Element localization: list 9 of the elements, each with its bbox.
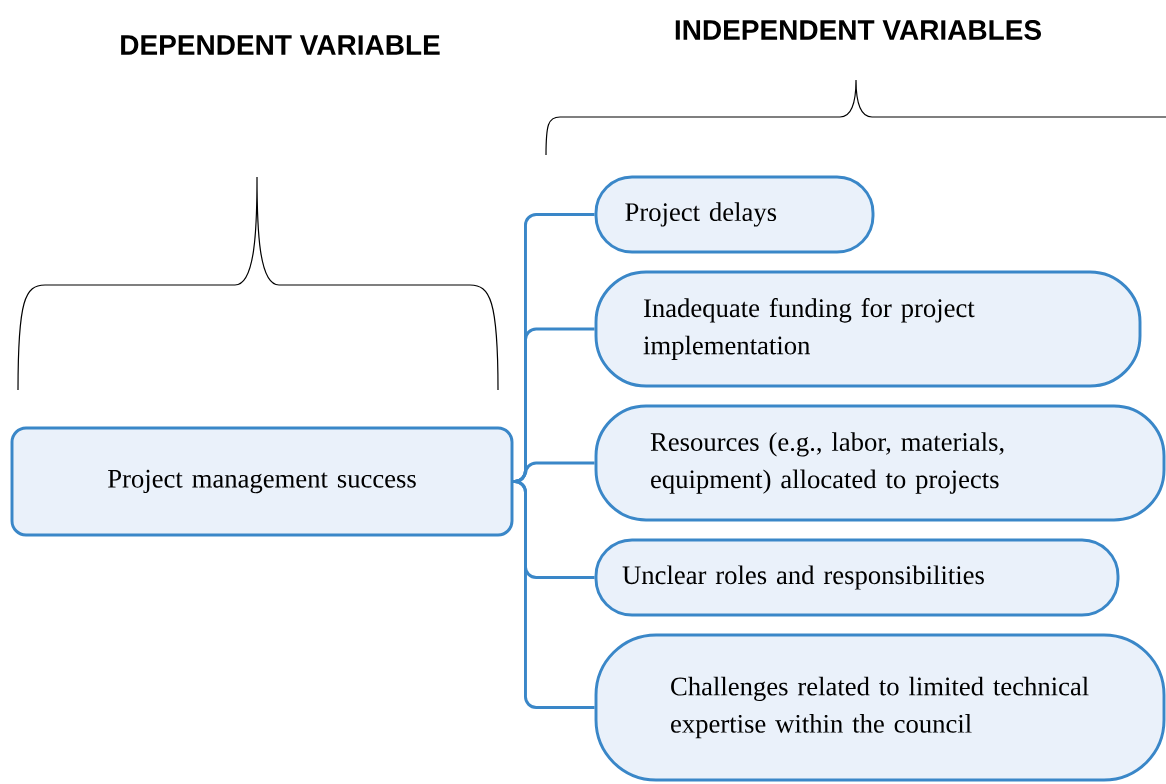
connector-line bbox=[513, 480, 595, 709]
heading: DEPENDENT VARIABLE bbox=[121, 35, 440, 55]
independent-variable-box: Inadequate funding for project implementation bbox=[594, 270, 1142, 388]
dependent-variable-box: Project management success bbox=[10, 426, 514, 537]
independent-variable-box: Resources (e.g., labor, materials, equipment) allocated to projects bbox=[594, 404, 1166, 522]
independent-variable-box: Project delays bbox=[594, 175, 875, 254]
independent-variable-box: Challenges related to limited technical expertise within the council bbox=[594, 633, 1166, 782]
independent-variable-box: Unclear roles and responsibilities bbox=[594, 538, 1120, 617]
heading: INDEPENDENT VARIABLES bbox=[675, 20, 1041, 40]
